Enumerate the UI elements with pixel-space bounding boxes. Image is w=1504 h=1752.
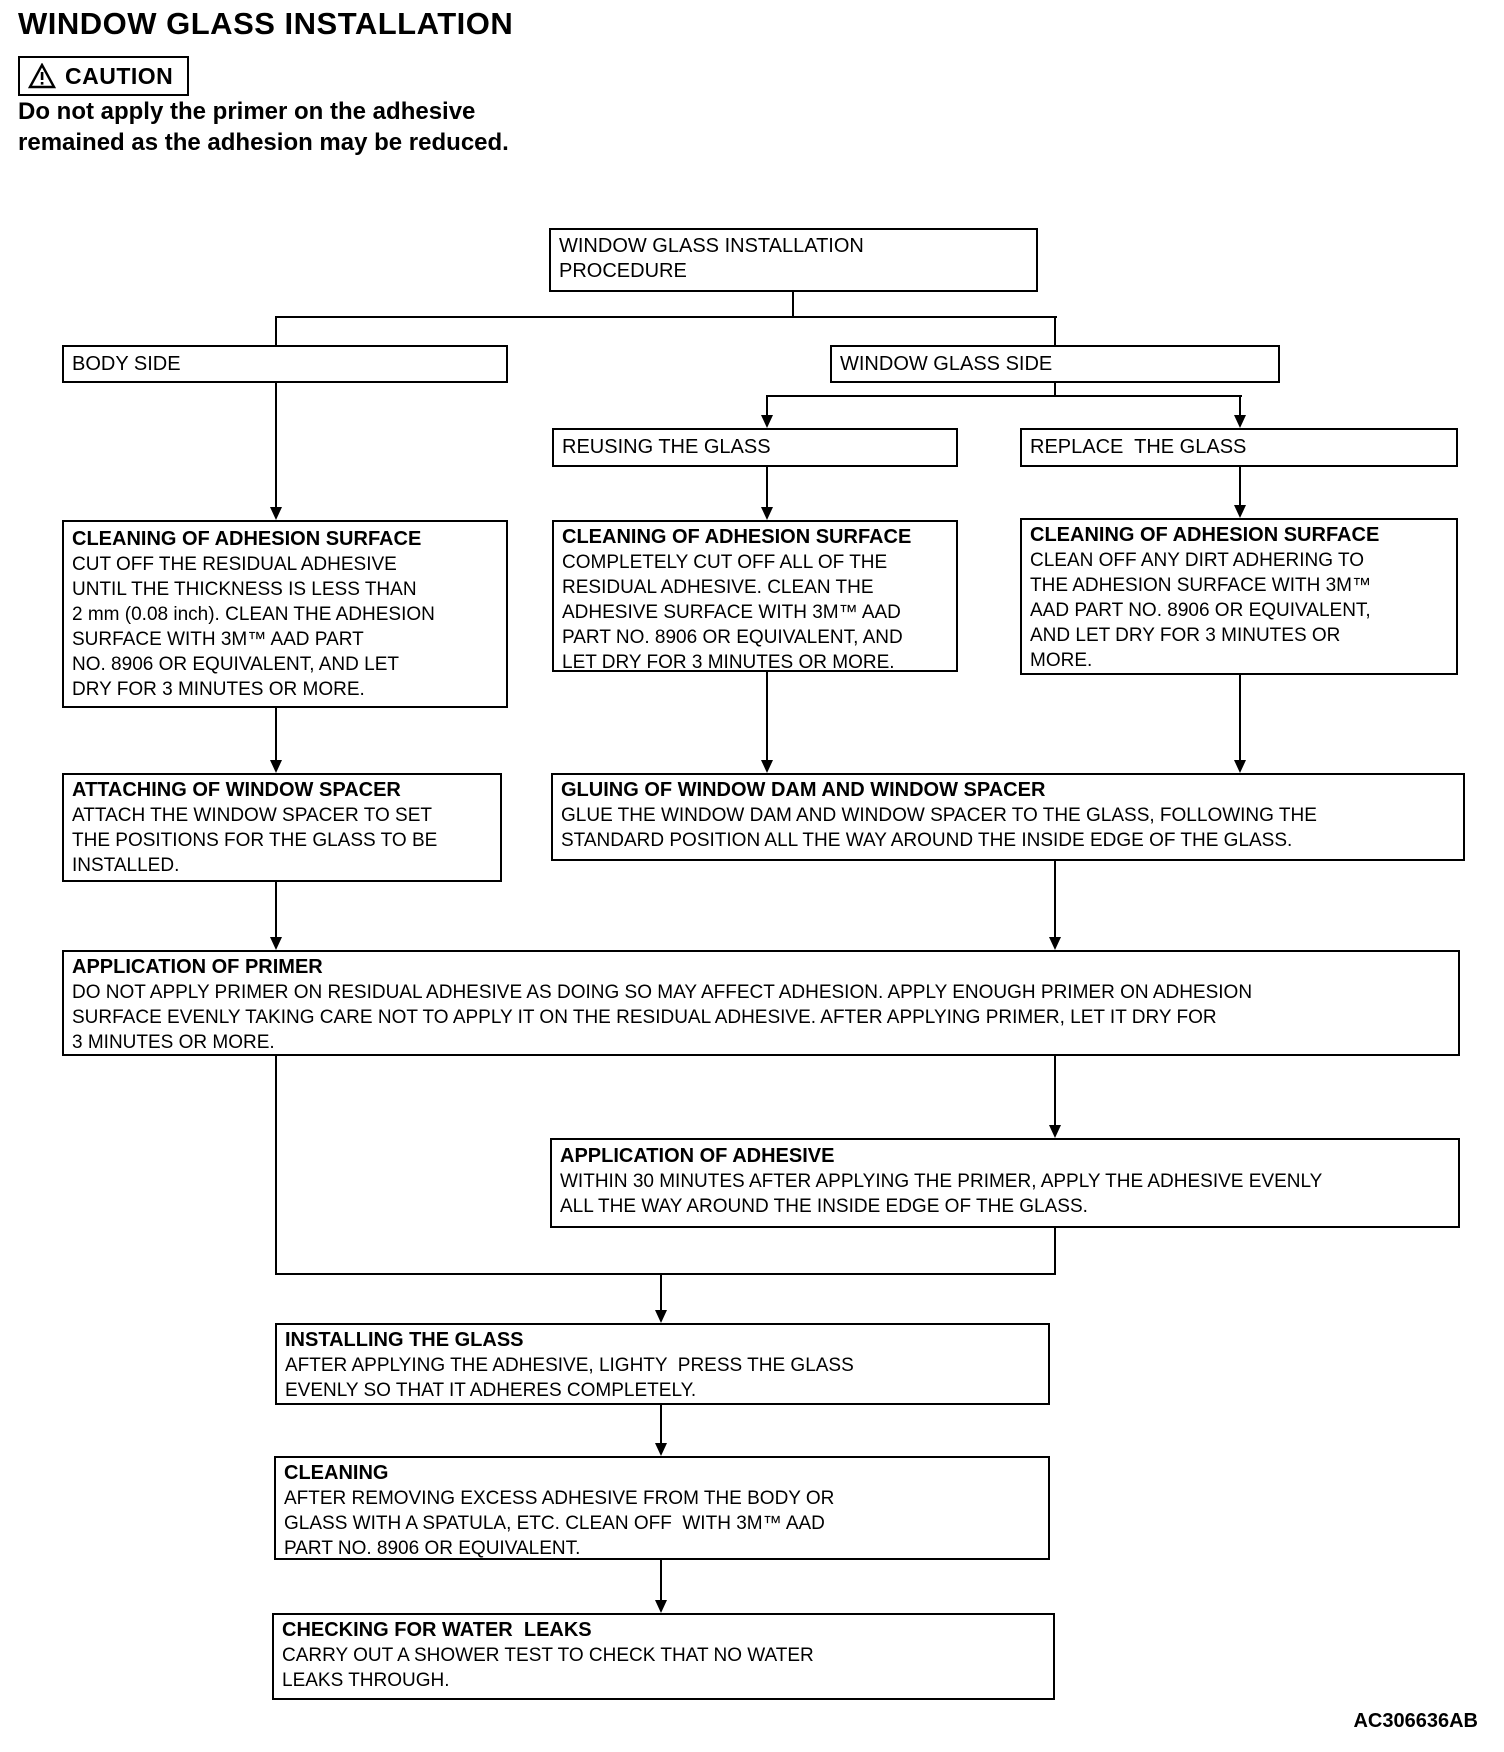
connector-line: [275, 708, 277, 760]
node-title: CLEANING OF ADHESION SURFACE: [562, 526, 912, 548]
connector-line: [792, 292, 794, 318]
node-body-side: BODY SIDE: [62, 345, 508, 383]
node-reusing-glass-label: REUSING THE GLASS: [562, 436, 771, 458]
node-title: APPLICATION OF ADHESIVE: [560, 1145, 835, 1167]
connector-line: [660, 1273, 662, 1310]
node-body: GLUE THE WINDOW DAM AND WINDOW SPACER TO…: [561, 805, 1317, 851]
arrowhead: [655, 1600, 667, 1613]
connector-line: [1054, 383, 1056, 397]
arrowhead: [655, 1310, 667, 1323]
caution-label: CAUTION: [65, 62, 174, 89]
node-title: CLEANING OF ADHESION SURFACE: [1030, 524, 1380, 546]
connector-line: [766, 467, 768, 507]
connector-line: [1054, 1056, 1056, 1125]
node-title: CLEANING OF ADHESION SURFACE: [72, 528, 422, 550]
arrowhead: [655, 1443, 667, 1456]
node-title: INSTALLING THE GLASS: [285, 1329, 524, 1351]
node-body: AFTER APPLYING THE ADHESIVE, LIGHTY PRES…: [285, 1355, 854, 1401]
arrowhead: [270, 937, 282, 950]
arrowhead: [270, 507, 282, 520]
arrowhead: [1049, 1125, 1061, 1138]
node-attaching-spacer: ATTACHING OF WINDOW SPACER ATTACH THE WI…: [62, 773, 502, 882]
node-gluing-dam-spacer: GLUING OF WINDOW DAM AND WINDOW SPACER G…: [551, 773, 1465, 861]
node-procedure: WINDOW GLASS INSTALLATION PROCEDURE: [549, 228, 1038, 292]
node-title: GLUING OF WINDOW DAM AND WINDOW SPACER: [561, 779, 1046, 801]
connector-line: [1054, 861, 1056, 937]
node-cleaning-final: CLEANING AFTER REMOVING EXCESS ADHESIVE …: [274, 1456, 1050, 1560]
connector-line: [275, 383, 277, 507]
node-application-primer: APPLICATION OF PRIMER DO NOT APPLY PRIME…: [62, 950, 1460, 1056]
node-body: COMPLETELY CUT OFF ALL OF THE RESIDUAL A…: [562, 552, 903, 672]
node-cleaning-reuse: CLEANING OF ADHESION SURFACE COMPLETELY …: [552, 520, 958, 672]
node-body: AFTER REMOVING EXCESS ADHESIVE FROM THE …: [284, 1488, 835, 1559]
node-reusing-glass: REUSING THE GLASS: [552, 428, 958, 467]
connector-line: [766, 672, 768, 760]
node-window-glass-side-label: WINDOW GLASS SIDE: [840, 352, 1053, 375]
page-title: WINDOW GLASS INSTALLATION: [18, 6, 514, 41]
arrowhead: [761, 415, 773, 428]
arrowhead: [1234, 415, 1246, 428]
connector-line: [275, 882, 277, 937]
node-body: ATTACH THE WINDOW SPACER TO SET THE POSI…: [72, 805, 438, 876]
node-title: APPLICATION OF PRIMER: [72, 956, 323, 978]
connector-line: [660, 1405, 662, 1443]
node-title: ATTACHING OF WINDOW SPACER: [72, 779, 401, 801]
node-body-side-label: BODY SIDE: [72, 352, 181, 375]
connector-line: [1054, 316, 1056, 345]
connector-line: [660, 1560, 662, 1600]
caution-text: Do not apply the primer on the adhesive …: [18, 98, 509, 156]
node-title: CHECKING FOR WATER LEAKS: [282, 1619, 592, 1641]
arrowhead: [761, 507, 773, 520]
connector-line: [766, 395, 1242, 397]
node-body: CARRY OUT A SHOWER TEST TO CHECK THAT NO…: [282, 1645, 814, 1691]
arrowhead: [270, 760, 282, 773]
node-procedure-label: WINDOW GLASS INSTALLATION PROCEDURE: [559, 235, 864, 282]
node-body: CUT OFF THE RESIDUAL ADHESIVE UNTIL THE …: [72, 554, 435, 700]
node-window-glass-side: WINDOW GLASS SIDE: [830, 345, 1280, 383]
arrowhead: [1234, 760, 1246, 773]
warning-triangle-icon: [28, 63, 56, 89]
connector-line: [275, 1273, 1056, 1275]
arrowhead: [761, 760, 773, 773]
caution-banner: CAUTION: [18, 56, 190, 96]
node-body: DO NOT APPLY PRIMER ON RESIDUAL ADHESIVE…: [72, 982, 1253, 1053]
node-application-adhesive: APPLICATION OF ADHESIVE WITHIN 30 MINUTE…: [550, 1138, 1460, 1228]
connector-line: [275, 316, 277, 345]
connector-line: [275, 316, 1057, 318]
arrowhead: [1049, 937, 1061, 950]
arrowhead: [1234, 505, 1246, 518]
node-title: CLEANING: [284, 1462, 389, 1484]
connector-line: [275, 1056, 277, 1275]
figure-code: AC306636AB: [1353, 1710, 1478, 1732]
node-replace-glass: REPLACE THE GLASS: [1020, 428, 1458, 467]
node-installing-glass: INSTALLING THE GLASS AFTER APPLYING THE …: [275, 1323, 1050, 1405]
node-body: CLEAN OFF ANY DIRT ADHERING TO THE ADHES…: [1030, 550, 1371, 671]
connector-line: [1239, 467, 1241, 505]
connector-line: [1239, 675, 1241, 760]
node-replace-glass-label: REPLACE THE GLASS: [1030, 436, 1247, 458]
node-checking-water-leaks: CHECKING FOR WATER LEAKS CARRY OUT A SHO…: [272, 1613, 1055, 1700]
node-cleaning-replace: CLEANING OF ADHESION SURFACE CLEAN OFF A…: [1020, 518, 1458, 675]
connector-line: [766, 395, 768, 415]
node-body: WITHIN 30 MINUTES AFTER APPLYING THE PRI…: [560, 1171, 1323, 1217]
node-cleaning-body-side: CLEANING OF ADHESION SURFACE CUT OFF THE…: [62, 520, 508, 708]
connector-line: [1054, 1228, 1056, 1275]
connector-line: [1239, 395, 1241, 415]
